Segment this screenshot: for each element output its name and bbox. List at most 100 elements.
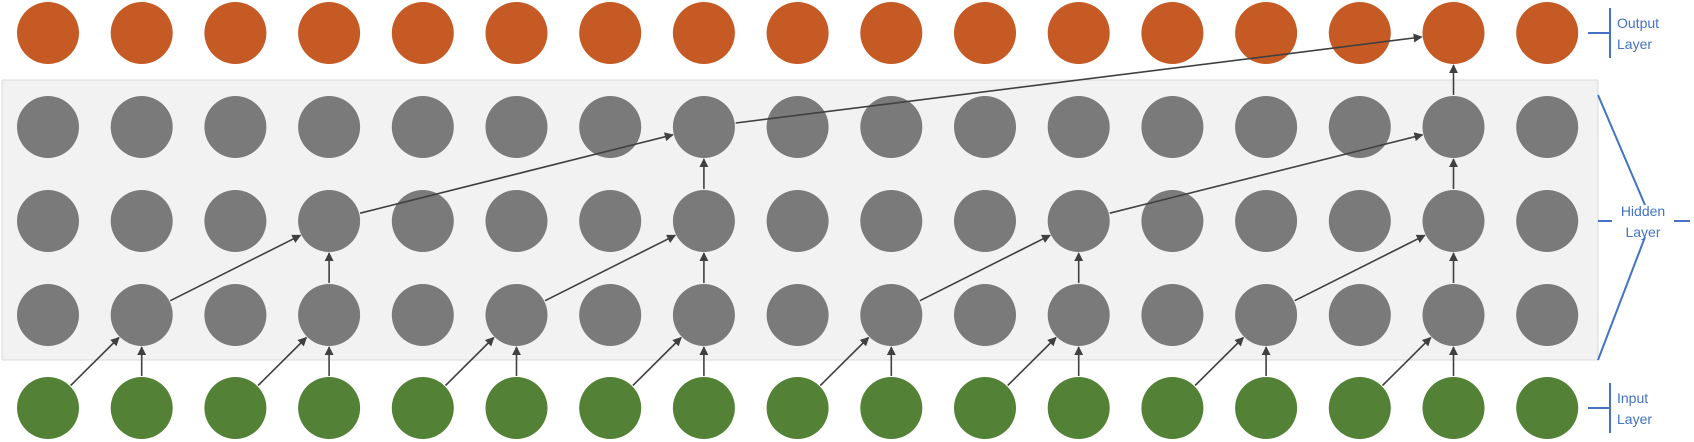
hidden-node-r2-c1 xyxy=(110,190,173,252)
connection-arrow-10 xyxy=(1007,336,1057,387)
output-node-r0-c11 xyxy=(1047,2,1110,64)
input-node-r4-c5 xyxy=(485,377,548,439)
output-layer-label-line2: Layer xyxy=(1617,36,1652,52)
hidden-node-r2-c4 xyxy=(391,190,454,252)
input-layer-label-line2: Layer xyxy=(1617,411,1652,427)
connection-arrow-12 xyxy=(1194,336,1245,387)
input-node-r4-c10 xyxy=(954,377,1016,439)
input-node-r4-c7 xyxy=(672,377,735,439)
hidden-node-r2-c7 xyxy=(672,190,735,252)
hidden-node-r3-c7 xyxy=(672,284,735,346)
hidden-layer-label-group: Hidden Layer xyxy=(1597,94,1690,361)
output-node-r0-c15 xyxy=(1422,2,1485,64)
hidden-node-r3-c2 xyxy=(204,284,267,346)
hidden-node-r1-c11 xyxy=(1047,96,1110,158)
hidden-node-r1-c5 xyxy=(485,96,548,158)
hidden-node-r3-c10 xyxy=(954,284,1016,346)
hidden-node-r2-c11 xyxy=(1047,190,1110,252)
hidden-node-r3-c5 xyxy=(485,284,548,346)
connection-arrow-24 xyxy=(359,132,674,214)
hidden-node-r1-c0 xyxy=(17,96,79,158)
node-grid xyxy=(17,2,1579,439)
hidden-node-r3-c4 xyxy=(391,284,454,346)
hidden-node-r1-c8 xyxy=(766,96,829,158)
input-node-r4-c0 xyxy=(17,377,79,439)
hidden-node-r3-c0 xyxy=(17,284,79,346)
connection-arrow-20 xyxy=(919,234,1051,302)
hidden-node-r3-c1 xyxy=(110,284,173,346)
input-node-r4-c16 xyxy=(1516,377,1579,439)
hidden-node-r1-c14 xyxy=(1328,96,1391,158)
hidden-node-r1-c15 xyxy=(1422,96,1485,158)
connection-arrow-26 xyxy=(1109,132,1424,214)
hidden-layer-bracket-lower xyxy=(1597,236,1646,361)
output-node-r0-c6 xyxy=(579,2,642,64)
hidden-node-r3-c11 xyxy=(1047,284,1110,346)
output-node-r0-c2 xyxy=(204,2,267,64)
connection-arrow-2 xyxy=(257,336,308,387)
hidden-layer-label-line1: Hidden xyxy=(1621,203,1665,219)
output-layer-label-group: Output Layer xyxy=(1588,8,1659,58)
hidden-node-r2-c12 xyxy=(1141,190,1204,252)
hidden-node-r1-c2 xyxy=(204,96,267,158)
hidden-node-r3-c14 xyxy=(1328,284,1391,346)
hidden-node-r2-c5 xyxy=(485,190,548,252)
connection-arrow-14 xyxy=(1381,336,1432,387)
output-node-r0-c16 xyxy=(1516,2,1579,64)
output-layer-label-line1: Output xyxy=(1617,15,1659,31)
input-node-r4-c3 xyxy=(298,377,361,439)
input-layer-label-line1: Input xyxy=(1617,390,1648,406)
hidden-node-r2-c6 xyxy=(579,190,642,252)
connection-arrow-16 xyxy=(169,234,302,302)
hidden-node-r3-c3 xyxy=(298,284,361,346)
output-node-r0-c13 xyxy=(1235,2,1298,64)
connection-arrow-4 xyxy=(444,336,495,387)
input-node-r4-c13 xyxy=(1235,377,1298,439)
hidden-node-r3-c6 xyxy=(579,284,642,346)
hidden-node-r2-c0 xyxy=(17,190,79,252)
output-node-r0-c14 xyxy=(1328,2,1391,64)
output-node-r0-c8 xyxy=(766,2,829,64)
hidden-node-r2-c9 xyxy=(860,190,923,252)
hidden-node-r1-c10 xyxy=(954,96,1016,158)
hidden-layer-bracket-upper xyxy=(1597,94,1646,206)
hidden-node-r2-c13 xyxy=(1235,190,1298,252)
hidden-node-r2-c14 xyxy=(1328,190,1391,252)
hidden-node-r1-c1 xyxy=(110,96,173,158)
input-node-r4-c12 xyxy=(1141,377,1204,439)
output-node-r0-c12 xyxy=(1141,2,1204,64)
connection-arrow-22 xyxy=(1294,234,1426,302)
connection-arrow-0 xyxy=(70,336,120,387)
connection-arrow-6 xyxy=(632,336,682,387)
connection-arrow-18 xyxy=(544,234,677,302)
connection-arrow-28 xyxy=(735,33,1423,124)
hidden-node-r3-c16 xyxy=(1516,284,1579,346)
input-node-r4-c8 xyxy=(766,377,829,439)
hidden-node-r1-c9 xyxy=(860,96,923,158)
hidden-node-r2-c10 xyxy=(954,190,1016,252)
hidden-node-r2-c2 xyxy=(204,190,267,252)
hidden-node-r2-c8 xyxy=(766,190,829,252)
input-layer-label-group: Input Layer xyxy=(1588,383,1652,433)
output-node-r0-c10 xyxy=(954,2,1016,64)
hidden-node-r1-c3 xyxy=(298,96,361,158)
input-node-r4-c6 xyxy=(579,377,642,439)
connection-arrows xyxy=(70,33,1458,387)
output-node-r0-c0 xyxy=(17,2,79,64)
input-node-r4-c14 xyxy=(1328,377,1391,439)
hidden-node-r3-c9 xyxy=(860,284,923,346)
hidden-layer-label-line2: Layer xyxy=(1625,224,1660,240)
hidden-node-r1-c4 xyxy=(391,96,454,158)
hidden-node-r3-c13 xyxy=(1235,284,1298,346)
output-node-r0-c5 xyxy=(485,2,548,64)
input-node-r4-c2 xyxy=(204,377,267,439)
input-node-r4-c11 xyxy=(1047,377,1110,439)
hidden-node-r1-c16 xyxy=(1516,96,1579,158)
hidden-node-r3-c8 xyxy=(766,284,829,346)
hidden-node-r3-c15 xyxy=(1422,284,1485,346)
hidden-node-r1-c6 xyxy=(579,96,642,158)
output-node-r0-c7 xyxy=(672,2,735,64)
output-node-r0-c1 xyxy=(110,2,173,64)
output-node-r0-c4 xyxy=(391,2,454,64)
output-node-r0-c9 xyxy=(860,2,923,64)
